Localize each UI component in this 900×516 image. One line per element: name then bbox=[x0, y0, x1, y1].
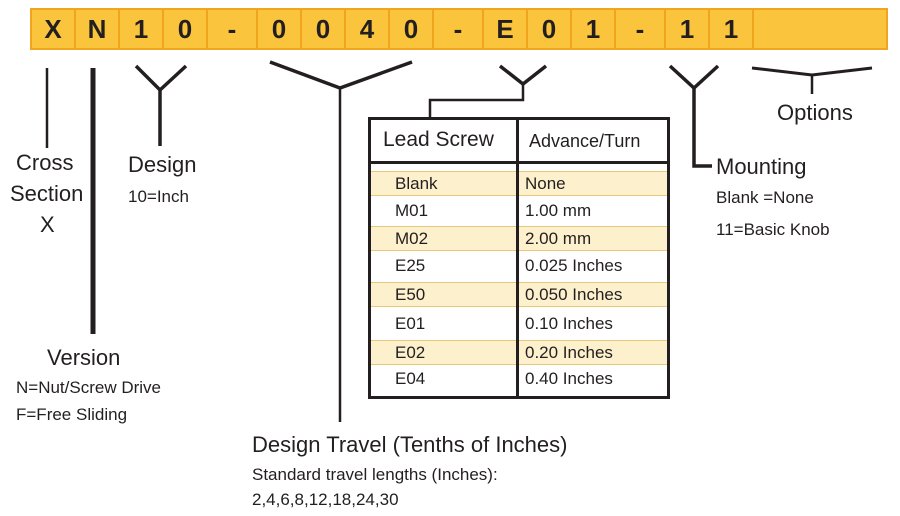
header-lead-screw: Lead Screw bbox=[383, 128, 494, 151]
mounting-option-knob: 11=Basic Knob bbox=[716, 220, 830, 239]
code-cell-design-2: 0 bbox=[164, 10, 208, 48]
table-row: E04 0.40 Inches bbox=[371, 367, 667, 392]
design-value: 10=Inch bbox=[128, 187, 189, 206]
table-row: E01 0.10 Inches bbox=[371, 312, 667, 337]
table-row: E02 0.20 Inches bbox=[371, 340, 667, 365]
cross-section-label-2: Section bbox=[10, 181, 84, 206]
code-cell-version: N bbox=[76, 10, 120, 48]
row-code: M02 bbox=[395, 229, 429, 248]
code-cell-dash-3: - bbox=[616, 10, 666, 48]
cross-section-value: X bbox=[40, 212, 55, 237]
row-code: M01 bbox=[395, 201, 429, 220]
code-cell-mount-1: 1 bbox=[666, 10, 710, 48]
row-advance: 2.00 mm bbox=[525, 229, 592, 248]
part-code-bar: X N 1 0 - 0 0 4 0 - E 0 1 - 1 1 bbox=[30, 8, 888, 50]
table-row: M02 2.00 mm bbox=[371, 226, 667, 251]
lead-screw-leader bbox=[428, 84, 525, 117]
row-code: E50 bbox=[395, 285, 426, 304]
row-code: E02 bbox=[395, 343, 426, 362]
code-cell-travel-3: 4 bbox=[346, 10, 390, 48]
version-title: Version bbox=[47, 345, 121, 370]
row-advance: 0.40 Inches bbox=[525, 369, 613, 388]
mounting-title: Mounting bbox=[716, 154, 807, 179]
lead-screw-bracket bbox=[498, 64, 548, 87]
row-advance: 0.10 Inches bbox=[525, 314, 613, 333]
lead-screw-table: Lead Screw Advance/Turn Blank None M01 1… bbox=[368, 117, 670, 399]
row-advance: 0.20 Inches bbox=[525, 343, 613, 362]
cross-section-label-1: Cross bbox=[16, 150, 74, 175]
design-travel-title: Design Travel (Tenths of Inches) bbox=[252, 432, 568, 457]
row-code: Blank bbox=[395, 174, 438, 193]
column-divider bbox=[516, 120, 519, 396]
mounting-leader bbox=[692, 88, 712, 168]
code-cell-design-1: 1 bbox=[120, 10, 164, 48]
row-advance: None bbox=[525, 174, 566, 193]
table-row: M01 1.00 mm bbox=[371, 199, 667, 224]
table-row: E50 0.050 Inches bbox=[371, 282, 667, 307]
row-code: E25 bbox=[395, 256, 426, 275]
row-code: E01 bbox=[395, 314, 426, 333]
row-code: E04 bbox=[395, 369, 426, 388]
code-cell-lead-2: 0 bbox=[528, 10, 572, 48]
code-cell-travel-4: 0 bbox=[390, 10, 434, 48]
code-cell-dash-2: - bbox=[434, 10, 484, 48]
row-advance: 0.050 Inches bbox=[525, 285, 623, 304]
options-title: Options bbox=[777, 100, 853, 125]
row-advance: 0.025 Inches bbox=[525, 256, 623, 275]
code-cell-lead-3: 1 bbox=[572, 10, 616, 48]
options-bracket bbox=[751, 66, 873, 77]
design-travel-subtitle: Standard travel lengths (Inches): bbox=[252, 465, 498, 484]
header-advance-turn: Advance/Turn bbox=[529, 131, 641, 151]
travel-bracket bbox=[269, 60, 413, 90]
row-advance: 1.00 mm bbox=[525, 201, 592, 220]
table-header: Lead Screw Advance/Turn bbox=[371, 120, 667, 164]
mounting-bracket bbox=[668, 64, 720, 91]
code-cell-cross-section: X bbox=[32, 10, 76, 48]
table-row: Blank None bbox=[371, 171, 667, 196]
mounting-option-blank: Blank =None bbox=[716, 188, 814, 207]
design-bracket bbox=[134, 64, 188, 93]
version-option-nut: N=Nut/Screw Drive bbox=[16, 378, 162, 397]
table-row: E25 0.025 Inches bbox=[371, 254, 667, 279]
code-cell-dash-1: - bbox=[208, 10, 258, 48]
code-cell-mount-2: 1 bbox=[710, 10, 754, 48]
design-travel-values: 2,4,6,8,12,18,24,30 bbox=[252, 490, 399, 509]
code-cell-travel-1: 0 bbox=[258, 10, 302, 48]
design-title: Design bbox=[128, 152, 197, 177]
code-cell-travel-2: 0 bbox=[302, 10, 346, 48]
code-cell-lead-1: E bbox=[484, 10, 528, 48]
version-option-free: F=Free Sliding bbox=[16, 405, 128, 424]
